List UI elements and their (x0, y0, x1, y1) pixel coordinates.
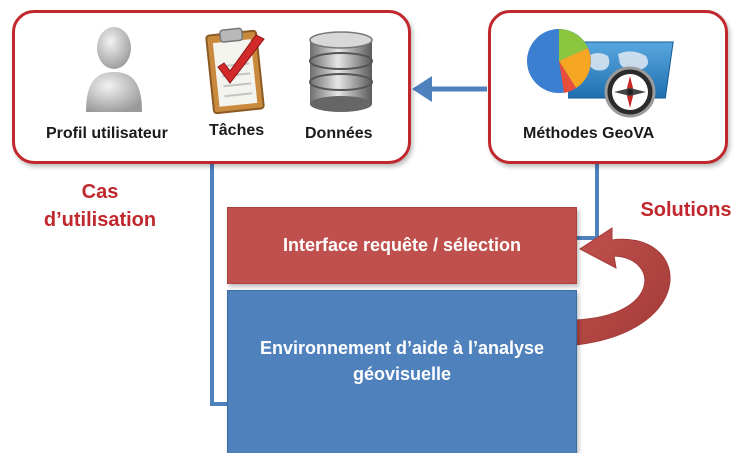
clipboard-checkmark-icon (205, 27, 265, 115)
compass-icon (604, 66, 656, 118)
query-interface-box: Interface requête / sélection (227, 207, 577, 284)
user-silhouette-icon (86, 27, 142, 112)
data-label: Données (305, 125, 373, 142)
solutions-label: Solutions (640, 199, 732, 221)
pie-chart-icon (527, 29, 591, 93)
tasks-label: Tâches (209, 122, 265, 139)
database-icon (309, 31, 373, 112)
use-cases-label: Cas d’utilisation (43, 181, 157, 231)
feedback-curve-arrow (575, 227, 671, 346)
profile-label: Profil utilisateur (46, 125, 168, 142)
query-interface-label: Interface requête / sélection (282, 235, 522, 255)
use-case-connector (210, 160, 228, 406)
environment-label: Environnement d’aide à l’analyse géovisu… (259, 338, 545, 384)
methods-to-user-arrow-head (412, 76, 432, 102)
environment-box: Environnement d’aide à l’analyse géovisu… (227, 290, 577, 453)
methods-label: Méthodes GeoVA (523, 125, 655, 142)
solutions-connector (577, 160, 599, 240)
